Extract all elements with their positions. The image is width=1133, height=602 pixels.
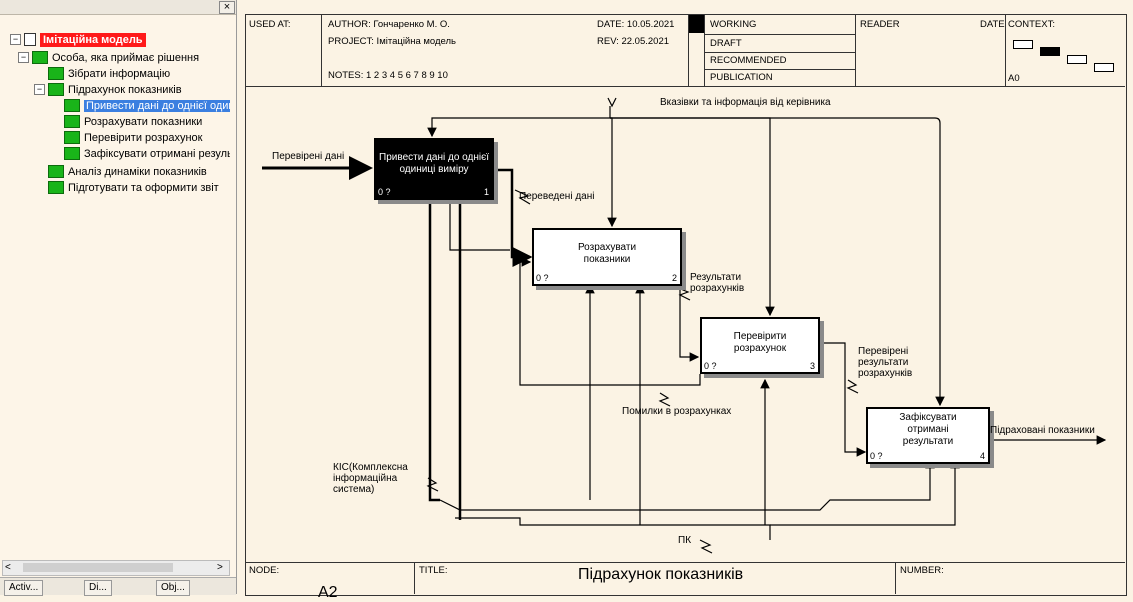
diagram-title: Підрахунок показників: [578, 566, 743, 584]
node-value: A2: [318, 584, 338, 602]
arrow-label-errors[interactable]: Помилки в розрахунках: [622, 406, 731, 417]
activity-box-1[interactable]: Привести дані до однієї одиниці виміру 0…: [374, 138, 494, 200]
activity-box-2[interactable]: Розрахувати показники 0 ? 2: [532, 228, 682, 286]
activity-box-3[interactable]: Перевірити розрахунок 0 ? 3: [700, 317, 820, 374]
arrow-label-input[interactable]: Перевірені дані: [272, 151, 344, 162]
arrow-label-output[interactable]: Підраховані показники: [990, 425, 1095, 436]
box-number: 4: [980, 451, 985, 461]
number-label: NUMBER:: [900, 565, 944, 576]
arrow-label-kis[interactable]: КІС(Комплексна інформаційна система): [333, 462, 428, 495]
arrow-label-results[interactable]: Результати розрахунків: [690, 272, 760, 294]
box-number: 3: [810, 361, 815, 371]
box-title: Привести дані до однієї одиниці виміру: [376, 152, 492, 176]
box-title: Перевірити розрахунок: [702, 331, 818, 355]
box-number: 2: [672, 273, 677, 283]
title-label: TITLE:: [419, 565, 448, 576]
box-corner: 0 ?: [870, 451, 883, 461]
activity-box-4[interactable]: Зафіксувати отримані результати 0 ? 4: [866, 407, 990, 464]
node-label: NODE:: [249, 565, 279, 576]
arrow-label-control[interactable]: Вказівки та інформація від керівника: [660, 97, 831, 108]
arrow-label-converted[interactable]: Переведені дані: [519, 191, 594, 202]
arrow-label-pc[interactable]: ПК: [678, 535, 691, 546]
box-corner: 0 ?: [378, 187, 391, 197]
box-number: 1: [484, 187, 489, 197]
box-corner: 0 ?: [536, 273, 549, 283]
box-title: Зафіксувати отримані результати: [868, 412, 988, 448]
box-corner: 0 ?: [704, 361, 717, 371]
box-title: Розрахувати показники: [534, 242, 680, 266]
arrow-label-verified[interactable]: Перевірені результати розрахунків: [858, 346, 938, 379]
